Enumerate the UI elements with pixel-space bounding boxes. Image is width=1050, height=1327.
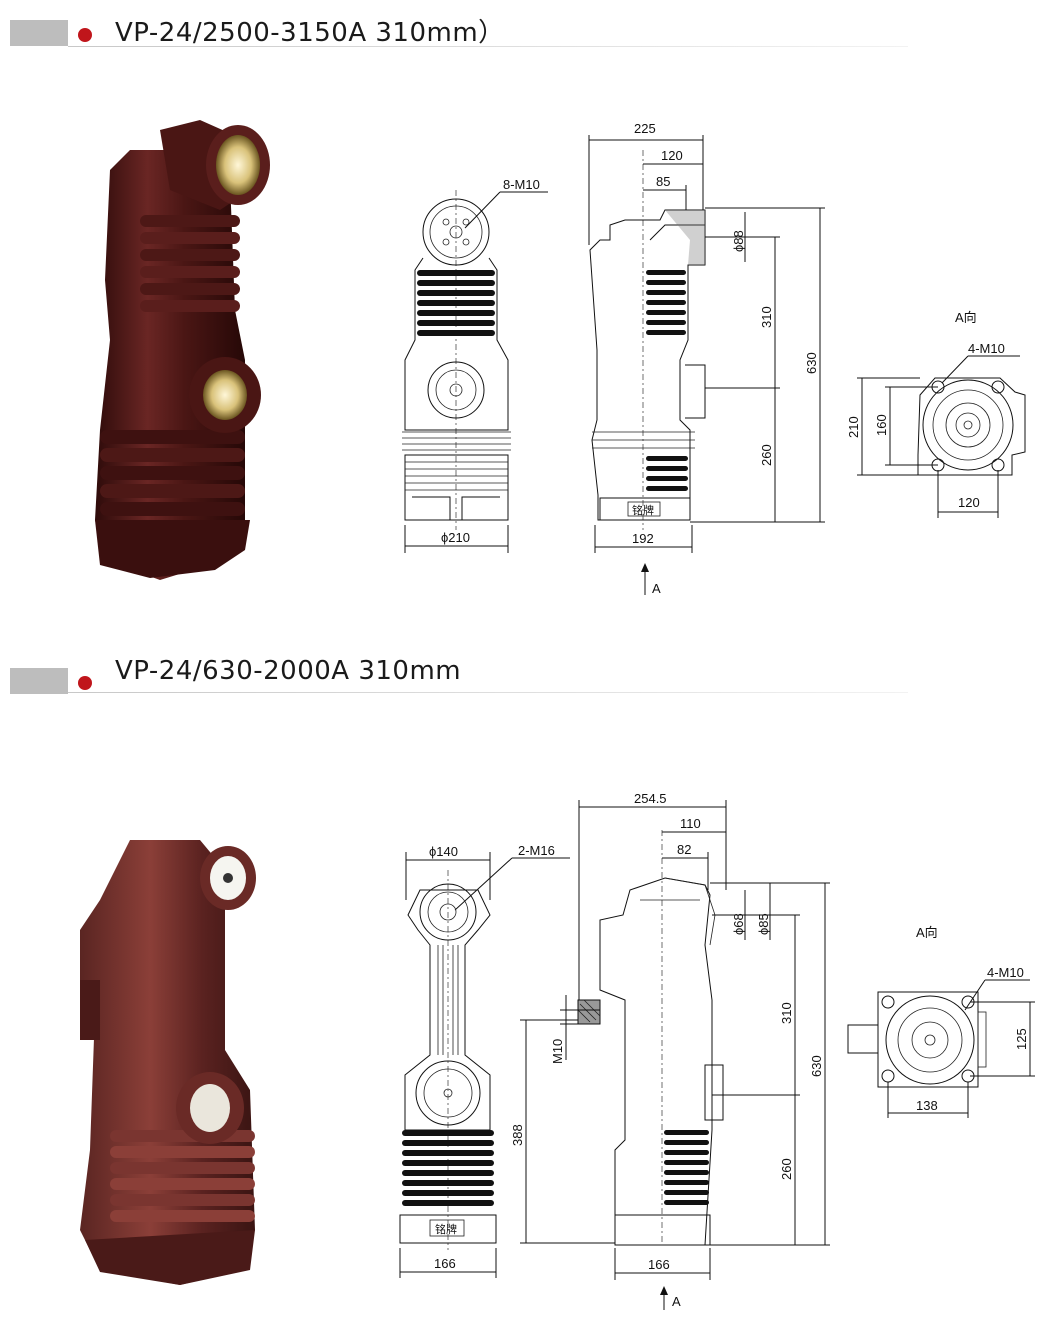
upper-sheds <box>140 215 240 312</box>
product-photo-2 <box>80 840 256 1285</box>
bullet-dot-icon <box>78 28 92 42</box>
front-view-drawing-2: ϕ140 2-M16 铭牌 166 <box>399 843 570 1278</box>
label-4-m10: 4-M10 <box>968 341 1005 356</box>
section-header-2: VP-24/630-2000A 310mm <box>0 650 1050 700</box>
bullet-dot-icon <box>78 676 92 690</box>
product-title: VP-24/630-2000A 310mm <box>115 656 462 686</box>
top-terminal-photo-2 <box>200 846 256 910</box>
dim-phi-85: ϕ85 <box>756 913 771 935</box>
dim-260: 260 <box>759 444 774 466</box>
dim-210-view: 210 <box>846 416 861 438</box>
dim-310-side: 310 <box>779 1002 794 1024</box>
dim-82: 82 <box>677 842 691 857</box>
dim-630: 630 <box>804 352 819 374</box>
header-bar <box>10 20 68 46</box>
dim-254-5: 254.5 <box>634 791 667 806</box>
a-view-label-2: A向 <box>916 925 938 940</box>
dim-260-side: 260 <box>779 1158 794 1180</box>
dim-phi-68: ϕ68 <box>731 913 746 935</box>
section-header-1: VP-24/2500-3150A 310mm） <box>0 0 1050 50</box>
product-photo-1 <box>95 120 270 580</box>
header-bar <box>10 668 68 694</box>
a-view-bolt-holes-2 <box>881 995 975 1083</box>
a-view-bolt-holes <box>931 380 1005 472</box>
nameplate-label: 铭牌 <box>632 503 654 517</box>
header-rule <box>68 692 908 693</box>
view-arrow-a-2: A <box>672 1294 681 1309</box>
dim-120-view: 120 <box>958 495 980 510</box>
dim-110: 110 <box>680 816 701 831</box>
dim-125-view: 125 <box>1014 1028 1029 1050</box>
dim-phi-88: ϕ88 <box>731 230 746 252</box>
side-view-drawing-2: 254.5 110 82 M10 ϕ68 ϕ85 310 260 630 388… <box>510 791 830 1310</box>
dim-225: 225 <box>634 121 656 136</box>
a-view-drawing-1: A向 4-M10 210 160 120 <box>846 310 1026 518</box>
label-8-m10: 8-M10 <box>503 177 540 192</box>
bolt-hole-pattern <box>442 218 470 246</box>
top-terminal-photo <box>160 120 270 210</box>
nameplate-label-2: 铭牌 <box>435 1222 457 1236</box>
a-view-drawing-2: A向 4-M10 125 138 <box>847 925 1035 1118</box>
a-view-label: A向 <box>955 310 977 325</box>
dim-138-view: 138 <box>916 1098 938 1113</box>
header-rule <box>68 46 908 47</box>
product-title: VP-24/2500-3150A 310mm） <box>115 18 505 48</box>
dim-192: 192 <box>632 531 654 546</box>
dim-phi-140: ϕ140 <box>429 844 458 859</box>
dim-160-view: 160 <box>874 414 889 436</box>
dim-630-side: 630 <box>809 1055 824 1077</box>
dim-388: 388 <box>510 1124 525 1146</box>
label-2-m16: 2-M16 <box>518 843 555 858</box>
label-4-m10-2: 4-M10 <box>987 965 1024 980</box>
lower-sheds <box>100 430 245 516</box>
dim-m10-side: M10 <box>550 1039 565 1064</box>
dim-166-side: 166 <box>648 1257 670 1272</box>
dim-85: 85 <box>656 174 670 189</box>
front-view-drawing-1: 8-M10 ϕ210 <box>402 177 548 553</box>
dim-phi-210: ϕ210 <box>441 530 470 545</box>
dim-166-front: 166 <box>434 1256 456 1271</box>
dim-310: 310 <box>759 306 774 328</box>
middle-terminal-photo-2 <box>176 1072 244 1144</box>
view-arrow-a: A <box>652 581 661 596</box>
side-view-drawing-1: 225 120 85 铭牌 ϕ88 310 260 630 192 A <box>588 121 825 596</box>
middle-terminal-photo <box>189 357 261 433</box>
dim-120: 120 <box>661 148 683 163</box>
